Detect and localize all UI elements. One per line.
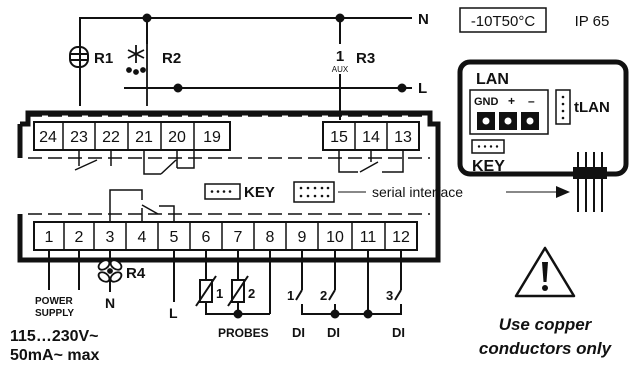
load-r2-label: R2 <box>162 50 181 67</box>
probe-2-label: 2 <box>248 286 255 301</box>
fan-neutral-label: N <box>105 295 115 311</box>
terminal-12: 12 <box>392 229 410 246</box>
terminal-11: 11 <box>360 229 377 246</box>
defrost-icon <box>126 44 148 106</box>
di-2-label: DI <box>327 325 340 340</box>
bus-cable-icon <box>573 152 607 212</box>
key-port: KEY <box>204 183 275 201</box>
aux-load: 1 AUX <box>332 48 349 120</box>
key-port-label: KEY <box>244 184 275 201</box>
load-r4-label: R4 <box>126 265 146 282</box>
terminal-23: 23 <box>70 129 88 146</box>
terminal-10: 10 <box>326 229 344 246</box>
terminal-7: 7 <box>234 229 243 246</box>
di-1-number: 1 <box>287 288 294 303</box>
relay-contacts <box>74 150 404 222</box>
top-left-terminal-block: 24 23 22 21 20 19 <box>33 121 231 151</box>
controller-outline <box>17 110 441 263</box>
di-1-label: DI <box>292 325 305 340</box>
copper-warning-line-1: Use copper <box>499 315 593 334</box>
lan-module: LAN GND + – tLAN KEY <box>457 59 629 177</box>
terminal-19: 19 <box>203 129 221 146</box>
probes-label: PROBES <box>218 326 269 340</box>
lan-pin-plus: + <box>508 94 515 108</box>
tlan-connector <box>555 89 571 125</box>
serial-interface-label: serial interface <box>372 184 463 200</box>
copper-warning-line-2: conductors only <box>479 339 613 358</box>
load-r1-label: R1 <box>94 50 113 67</box>
power-supply-wiring <box>48 250 80 290</box>
terminal-9: 9 <box>298 229 307 246</box>
lan-pin-gnd: GND <box>474 96 499 108</box>
digital-inputs-wiring <box>295 250 402 319</box>
terminal-22: 22 <box>102 129 120 146</box>
terminal-20: 20 <box>168 129 186 146</box>
load-r3-label: R3 <box>356 50 375 67</box>
terminal-2: 2 <box>75 229 84 246</box>
probes-wiring <box>205 250 271 319</box>
temp-rating: -10T50°C <box>471 13 536 30</box>
supply-voltage: 115…230V~ <box>10 328 99 345</box>
line-rail-label: L <box>418 80 427 97</box>
probe-1-label: 1 <box>216 286 223 301</box>
terminal-8: 8 <box>266 229 275 246</box>
terminal-15: 15 <box>330 129 348 146</box>
terminal-14: 14 <box>362 129 380 146</box>
temp-rating-box: -10T50°C <box>459 7 547 33</box>
ip-rating: IP 65 <box>575 13 610 30</box>
fan-wiring <box>109 250 175 302</box>
di-3-label: DI <box>392 325 405 340</box>
power-supply-label-2: SUPPLY <box>35 308 74 319</box>
terminal-6: 6 <box>202 229 211 246</box>
power-supply-label-1: POWER <box>35 296 74 307</box>
aux-text: AUX <box>332 65 349 74</box>
compressor-icon <box>69 46 89 106</box>
fan-icon <box>97 259 123 283</box>
lan-key-label: KEY <box>472 158 505 175</box>
probe-1-icon <box>195 275 217 307</box>
top-right-terminal-block: 15 14 13 <box>322 121 420 151</box>
warning-icon <box>514 246 576 298</box>
terminal-13: 13 <box>394 129 412 146</box>
supply-current: 50mA~ max <box>10 347 99 364</box>
di-2-number: 2 <box>320 288 327 303</box>
probe-2-icon <box>227 275 249 307</box>
serial-port: serial interface <box>293 181 570 203</box>
terminal-5: 5 <box>170 229 179 246</box>
aux-number: 1 <box>336 48 344 65</box>
terminal-3: 3 <box>106 229 115 246</box>
tlan-label: tLAN <box>574 99 610 116</box>
line-rail <box>124 83 412 93</box>
fan-line-label: L <box>169 305 178 321</box>
lan-screw-terminals <box>477 112 539 130</box>
terminal-1: 1 <box>45 229 54 246</box>
lan-pin-minus: – <box>528 94 535 108</box>
terminal-24: 24 <box>39 129 57 146</box>
di-3-number: 3 <box>386 288 393 303</box>
bottom-terminal-block: 1 2 3 4 5 6 7 8 9 10 11 12 <box>33 221 418 251</box>
lan-title: LAN <box>476 71 509 88</box>
neutral-rail-label: N <box>418 11 429 28</box>
terminal-21: 21 <box>135 129 153 146</box>
terminal-4: 4 <box>138 229 147 246</box>
